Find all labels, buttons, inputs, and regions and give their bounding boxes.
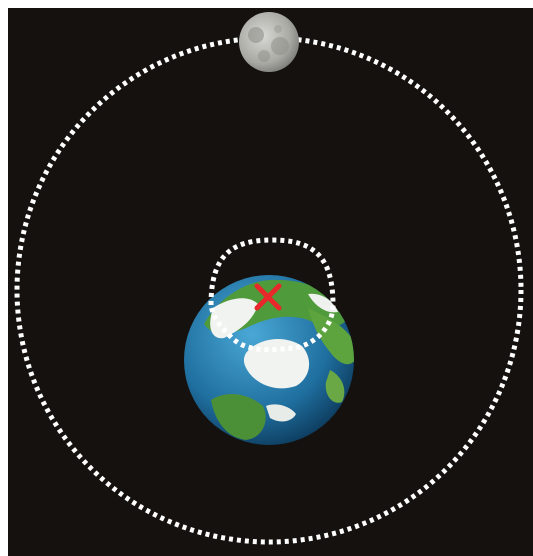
orbit-diagram-svg xyxy=(14,12,524,545)
moon-icon xyxy=(239,12,299,72)
orbit-diagram xyxy=(8,8,533,556)
earth-icon xyxy=(184,275,354,445)
x-mark-icon xyxy=(254,283,282,311)
ground-track-loop xyxy=(208,237,336,353)
